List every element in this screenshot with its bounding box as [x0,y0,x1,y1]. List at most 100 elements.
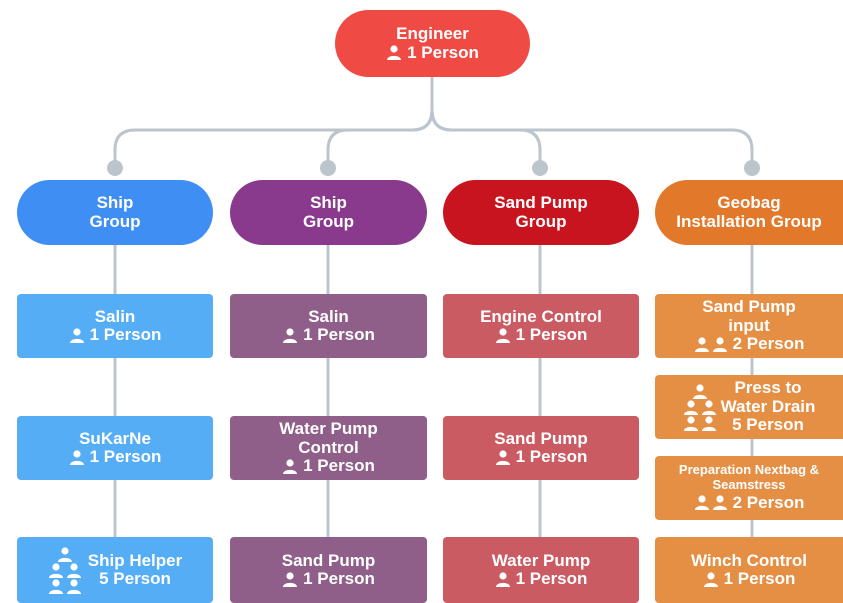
role-sand-pump-input[interactable]: Sand Pump input 2 Person [655,294,843,358]
role-title: Preparation Nextbag & [678,462,820,478]
people-icons [495,572,511,587]
group-title-line: Installation Group [676,211,822,231]
group-title-line: Ship [96,193,134,213]
role-count-row: 1 Person [495,325,588,344]
person-icon [712,495,728,511]
junction-dot-geobag-group [744,160,760,176]
role-title: Salin [308,306,349,326]
person-icon [683,399,699,415]
person-icon-row [57,546,73,562]
people-icons [282,328,298,343]
people-icons [495,328,511,343]
role-salin[interactable]: Salin 1 Person [17,294,213,358]
person-icon [66,562,82,578]
person-icon [66,578,82,594]
person-icon [712,337,728,352]
role-title: Ship Helper [87,550,183,570]
role-title: Water Drain [720,396,816,416]
group-title-line: Sand Pump [494,193,588,213]
people-icons [69,450,85,465]
branch-line-geobag-group [430,109,754,168]
role-salin[interactable]: Salin 1 Person [230,294,427,358]
role-water-pump[interactable]: Water Pump 1 Person [443,537,639,603]
group-title-line: Ship [310,193,347,213]
group-geobag-installation[interactable]: Geobag Installation Group [655,180,843,245]
role-count: 1 Person [89,447,162,466]
role-title: Sand Pump [494,428,588,448]
role-title: Control [298,437,359,457]
role-sukarne[interactable]: SuKarNe 1 Person [17,416,213,480]
person-icon [701,399,717,415]
role-count: 5 Person [99,569,171,588]
group-ship-1[interactable]: Ship Group [17,180,213,245]
person-icon [683,415,699,431]
person-icon-row [48,562,82,578]
role-count: 1 Person [303,456,375,476]
role-preparation-nextbag-seamstress[interactable]: Preparation Nextbag & Seamstress 2 Perso… [655,456,843,520]
role-count: 5 Person [732,415,804,435]
person-icon [694,495,710,511]
person-icon [692,383,708,399]
role-engine-control[interactable]: Engine Control 1 Person [443,294,639,358]
people-icons [694,337,728,352]
role-count: 2 Person [732,493,805,513]
group-ship-2[interactable]: Ship Group [230,180,427,245]
person-icon [694,337,710,352]
role-count-row: 2 Person [694,493,805,513]
role-ship-helper[interactable]: Ship Helper 5 Person [17,537,213,603]
role-title: Seamstress [712,477,786,493]
role-winch-control[interactable]: Winch Control 1 Person [655,537,843,603]
person-icon [495,572,511,587]
person-icon [282,328,298,343]
person-icon [69,328,85,343]
person-icon-row [692,383,708,399]
junction-dot-ship-group-1 [107,160,123,176]
role-title: Water Pump [279,419,378,439]
person-icon [701,415,717,431]
group-title-line: Geobag [717,193,781,213]
person-icon [703,572,719,587]
role-press-to-water-drain[interactable]: Press to Water Drain 5 Person [655,375,843,439]
junction-dot-ship-group-2 [320,160,336,176]
role-title: Sand Pump [281,550,376,570]
person-icon [48,562,64,578]
person-icon [282,572,298,587]
role-count-row: 1 Person [69,325,162,344]
people-icons [703,572,719,587]
branch-line-ship-group-2 [326,109,434,168]
role-water-pump-control[interactable]: Water Pump Control 1 Person [230,416,427,480]
person-icon-row [48,578,82,594]
group-title-line: Group [515,211,567,231]
branch-line-sand-pump-group [430,109,542,168]
person-icon [282,459,298,474]
role-title: Sand Pump [702,297,796,317]
role-title: Engine Control [480,306,602,326]
engineer-title: Engineer [396,24,469,44]
person-icon [48,578,64,594]
role-title: Water Pump [491,550,591,570]
role-title: Press to [734,378,802,398]
role-title: SuKarNe [79,428,151,448]
engineer-count-row: 1 Person [386,43,479,62]
person-icon [495,450,511,465]
engineer-icons [386,45,402,61]
people-icons [69,328,85,343]
role-count: 1 Person [303,325,375,344]
role-sand-pump[interactable]: Sand Pump 1 Person [443,416,639,480]
people-icons [282,572,298,587]
role-count-row: 1 Person [703,569,796,588]
role-sand-pump[interactable]: Sand Pump 1 Person [230,537,427,603]
role-count: 1 Person [723,569,796,588]
person-icon [495,328,511,343]
role-count: 1 Person [515,325,588,344]
role-count-row: 1 Person [69,447,162,466]
branch-line-ship-group-1 [113,109,434,168]
role-count: 1 Person [89,325,162,344]
engineer-node[interactable]: Engineer 1 Person [335,10,530,77]
role-count-row: 1 Person [282,325,375,344]
person-icon [69,450,85,465]
role-count-row: 2 Person [694,334,804,353]
group-sand-pump[interactable]: Sand Pump Group [443,180,639,245]
role-title: Salin [94,306,136,326]
role-count: 1 Person [303,569,375,588]
